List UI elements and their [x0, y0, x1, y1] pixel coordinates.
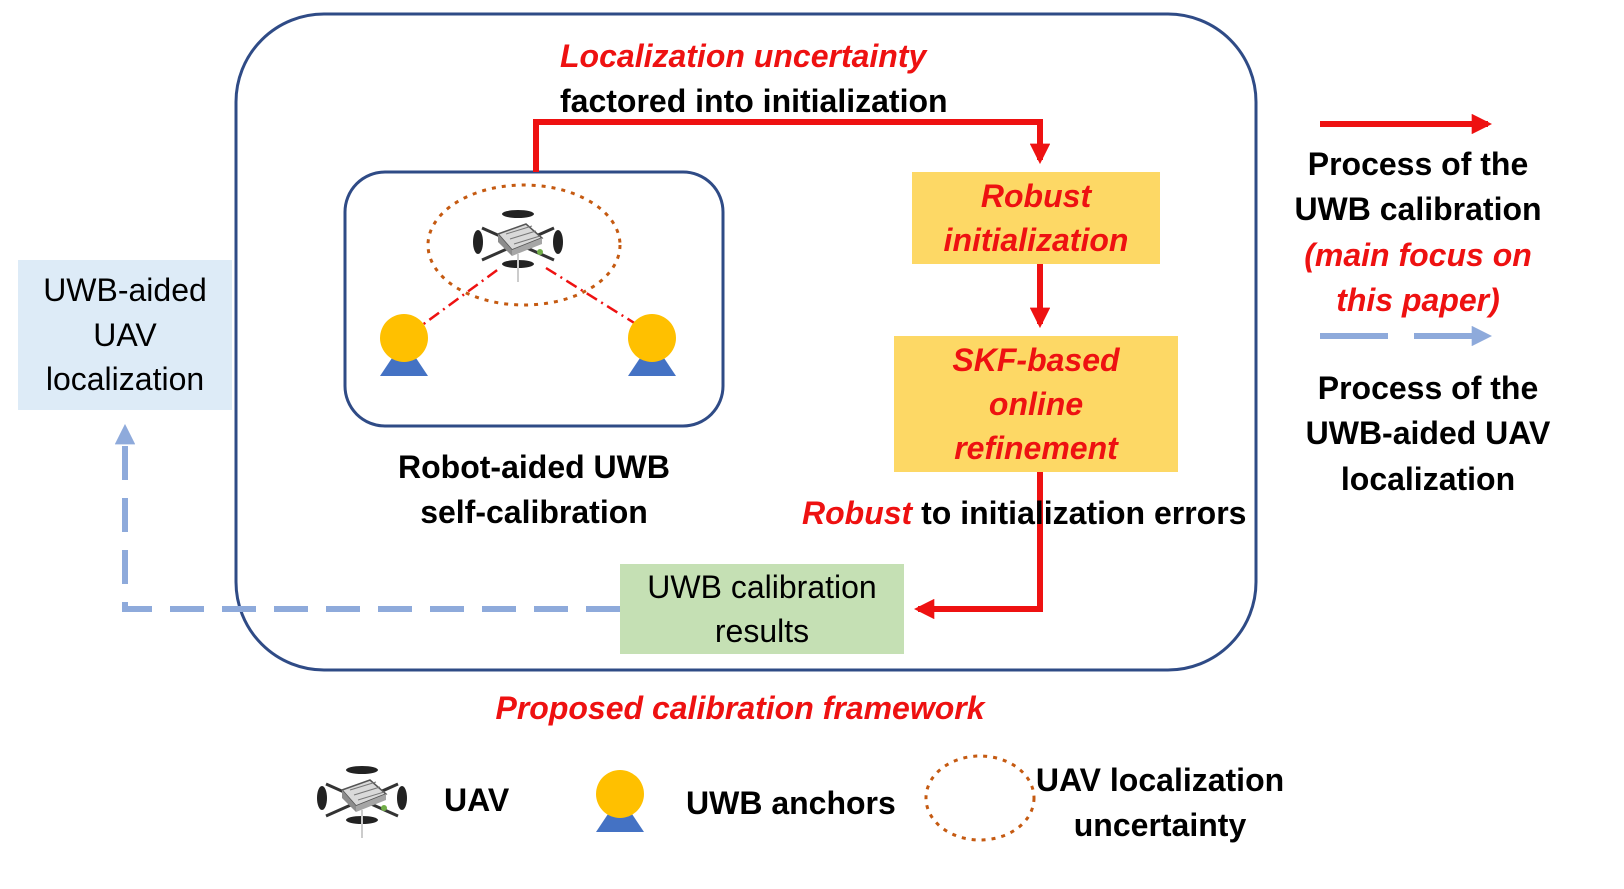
uncertainty-ellipse-icon [924, 754, 1036, 842]
legend-blue-line-1: Process of the [1317, 370, 1539, 406]
localization-box-bg [18, 260, 232, 410]
uncertainty-sub-label: factored into initialization [560, 83, 948, 119]
self-calibration-line-2: self-calibration [420, 494, 648, 531]
robust-init-line-2: initialization [943, 222, 1129, 258]
legend-uav-label: UAV [444, 782, 510, 818]
robust-errors-text: to initialization errors [921, 495, 1247, 531]
robust-initialization-box: Robust initialization [912, 172, 1160, 264]
localization-line-1: UWB-aided [43, 271, 207, 308]
uncertainty-ellipse-icon [426, 183, 622, 307]
legend-uncertainty-label: UAV localization uncertainty [1030, 758, 1290, 849]
results-box-bg [620, 564, 904, 654]
results-line-2: results [714, 613, 810, 649]
robust-errors-emphasis: Robust [802, 495, 913, 531]
self-calibration-caption: Robot-aided UWB self-calibration [374, 445, 694, 536]
legend-blue-line-2: UWB-aided UAV [1305, 415, 1551, 452]
uncertainty-label: Localization uncertainty [560, 38, 927, 74]
robust-init-line-1: Robust [980, 177, 1092, 214]
calibration-results-box: UWB calibration results [620, 564, 904, 654]
uwb-anchor-icon [380, 314, 428, 376]
legend-red-line-2: UWB calibration [1294, 191, 1542, 228]
skf-refinement-box: SKF-based online refinement [894, 336, 1178, 472]
uav-localization-box: UWB-aided UAV localization [18, 260, 232, 410]
range-line-left [409, 266, 501, 336]
legend-red-note-2: this paper) [1336, 282, 1500, 319]
self-calibration-line-1: Robot-aided UWB [398, 449, 670, 485]
uav-icon [315, 764, 409, 840]
results-line-1: UWB calibration [647, 568, 877, 605]
legend-red-description: Process of the UWB calibration (main foc… [1280, 142, 1556, 324]
skf-box-bg [894, 336, 1178, 472]
legend-red-line-1: Process of the [1307, 146, 1529, 182]
legend-uncertainty-line-2: uncertainty [1073, 807, 1247, 844]
robust-init-box-bg [912, 172, 1160, 264]
robust-errors-label: Robust to initialization errors [802, 495, 1246, 532]
skf-line-1: SKF-based [952, 341, 1120, 378]
legend-anchors-label: UWB anchors [686, 785, 896, 821]
legend-uncertainty-line-1: UAV localization [1035, 762, 1285, 798]
uwb-anchor-icon [596, 770, 644, 832]
legend-blue-description: Process of the UWB-aided UAV localizatio… [1290, 366, 1566, 502]
localization-line-2: UAV [93, 316, 157, 353]
framework-border [234, 12, 1258, 672]
legend-blue-line-3: localization [1340, 460, 1516, 497]
legend-red-note-1: (main focus on [1304, 236, 1532, 273]
uwb-anchor-icon [628, 314, 676, 376]
localization-line-3: localization [45, 361, 205, 398]
skf-line-3: refinement [954, 430, 1118, 467]
uncertainty-flow-arrow [533, 119, 1051, 172]
results-to-localization-arrow [114, 423, 620, 612]
skf-to-results-arrow [913, 472, 1043, 620]
self-calibration-border [343, 170, 725, 428]
skf-line-2: online [988, 385, 1084, 422]
framework-title: Proposed calibration framework [495, 690, 985, 726]
